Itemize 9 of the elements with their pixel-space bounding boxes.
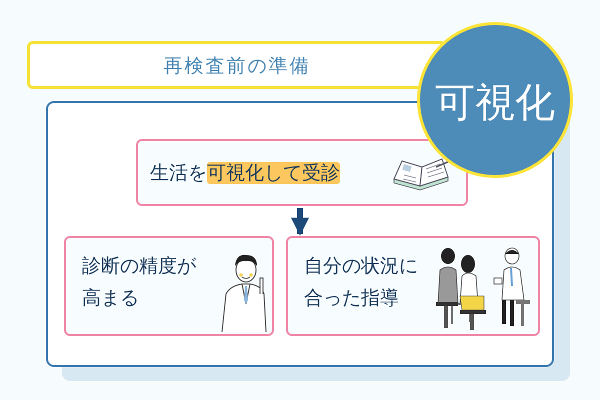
arrow [291,208,309,236]
box-text: 診断の精度が高まる [82,254,198,311]
process-box [136,139,468,206]
result-box [64,236,274,336]
box-text: 自分の状況に合った指導 [304,254,419,311]
badge-text: 可視化 [434,79,556,128]
box-text: 生活を可視化して受診 [150,161,340,186]
result-box [286,236,540,336]
title-text: 再検査前の準備 [162,54,312,79]
